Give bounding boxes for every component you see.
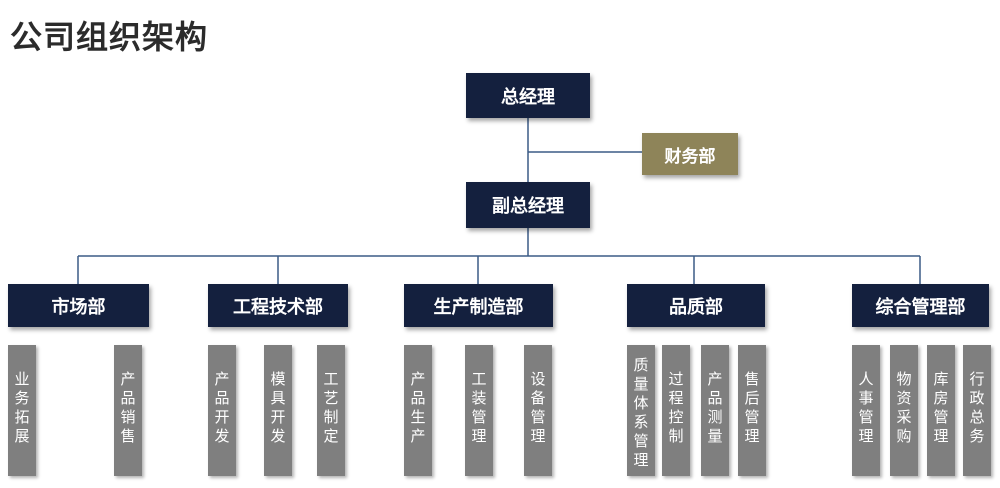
sub-box-label: 售后管理 xyxy=(742,371,761,447)
dept-box-quality: 品质部 xyxy=(627,284,765,327)
sub-box-label: 产品测量 xyxy=(705,371,724,447)
dept-box-production: 生产制造部 xyxy=(404,284,553,327)
dept-box-engineering: 工程技术部 xyxy=(208,284,348,327)
sub-box: 人事管理 xyxy=(852,345,880,476)
finance-box: 财务部 xyxy=(642,133,738,175)
sub-box: 工装管理 xyxy=(465,345,493,476)
sub-box-label: 设备管理 xyxy=(528,371,547,447)
sub-box: 质量体系管理 xyxy=(627,345,655,476)
dept-box-admin: 综合管理部 xyxy=(852,284,989,327)
sub-box-label: 行政总务 xyxy=(967,371,986,447)
sub-box: 设备管理 xyxy=(524,345,552,476)
sub-box-label: 模具开发 xyxy=(268,371,287,447)
sub-box-label: 工装管理 xyxy=(469,371,488,447)
page-title: 公司组织架构 xyxy=(10,18,209,56)
sub-box-label: 业务拓展 xyxy=(12,371,31,447)
dgm-box: 副总经理 xyxy=(466,182,590,228)
dept-box-market: 市场部 xyxy=(8,284,149,327)
sub-box-label: 库房管理 xyxy=(931,371,950,447)
sub-box: 过程控制 xyxy=(662,345,690,476)
sub-box: 工艺制定 xyxy=(317,345,345,476)
sub-box-label: 产品生产 xyxy=(408,371,427,447)
sub-box: 模具开发 xyxy=(264,345,292,476)
sub-box: 售后管理 xyxy=(738,345,766,476)
sub-box: 物资采购 xyxy=(890,345,918,476)
sub-box: 产品销售 xyxy=(114,345,142,476)
sub-box: 业务拓展 xyxy=(8,345,36,476)
sub-box: 产品生产 xyxy=(404,345,432,476)
sub-box-label: 物资采购 xyxy=(894,371,913,447)
sub-box: 产品测量 xyxy=(701,345,729,476)
sub-box-label: 过程控制 xyxy=(666,371,685,447)
sub-box-label: 工艺制定 xyxy=(321,371,340,447)
sub-box: 产品开发 xyxy=(208,345,236,476)
sub-box-label: 产品销售 xyxy=(118,371,137,447)
sub-box-label: 人事管理 xyxy=(856,371,875,447)
gm-box: 总经理 xyxy=(466,73,590,118)
sub-box: 行政总务 xyxy=(963,345,991,476)
sub-box-label: 质量体系管理 xyxy=(631,357,650,471)
sub-box-label: 产品开发 xyxy=(212,371,231,447)
sub-box: 库房管理 xyxy=(927,345,955,476)
